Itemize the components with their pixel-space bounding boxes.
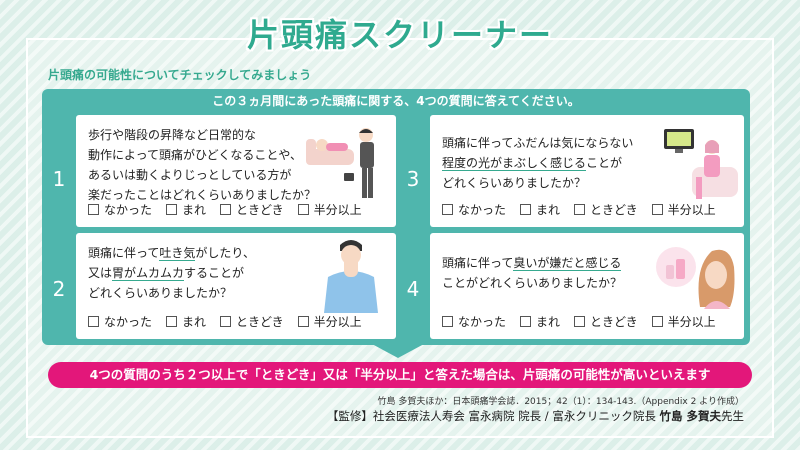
option-never-2[interactable]: なかった [88,313,152,330]
answer-options-4: なかった まれ ときどき 半分以上 [442,313,716,330]
checkbox[interactable] [574,316,586,327]
option-half-or-more-1[interactable]: 半分以上 [297,201,362,218]
answer-options-1: なかった まれ ときどき 半分以上 [88,201,362,218]
checkbox[interactable] [651,316,663,327]
option-rarely-1[interactable]: まれ [166,201,206,218]
option-sometimes-2[interactable]: ときどき [220,313,284,330]
woman-smelling-odor-icon [656,247,735,309]
page-title: 片頭痛スクリーナー [246,16,553,54]
question-card-4: 頭痛に伴って臭いが嫌だと感じる ことがどれくらいありましたか？ なかった まれ … [430,233,744,339]
down-arrow-icon [372,344,424,358]
question-1-line-1: 歩行や階段の昇降など日常的な [88,128,257,142]
question-1-line-4: 楽だったことはどれくらいありましたか？ [88,188,317,202]
checkbox[interactable] [574,204,586,215]
option-half-or-more-2[interactable]: 半分以上 [297,313,362,330]
option-sometimes-1[interactable]: ときどき [220,201,284,218]
option-rarely-3[interactable]: まれ [520,201,560,218]
option-never-4[interactable]: なかった [442,313,506,330]
question-number-4: 4 [406,277,420,301]
result-banner: 4つの質問のうち２つ以上で「ときどき」又は「半分以上」と答えた場合は、片頭痛の可… [48,362,752,388]
option-never-1[interactable]: なかった [88,201,152,218]
checkbox[interactable] [297,316,309,327]
instructions-header: この３ヵ月間にあった頭痛に関する、4つの質問に答えてください。 [212,94,580,108]
question-3-line-2: 程度の光がまぶしく感じることが [442,156,623,171]
option-half-or-more-3[interactable]: 半分以上 [651,201,716,218]
option-rarely-2[interactable]: まれ [166,313,206,330]
supervisor-name: 竹島 多賀夫 [659,409,721,423]
question-1-line-2: 動作によって頭痛がひどくなることや、 [88,148,302,162]
person-lying-on-sofa-icon [306,128,374,198]
nauseous-man-icon [324,240,378,313]
checkbox[interactable] [520,204,532,215]
question-number-1: 1 [52,167,66,191]
option-rarely-4[interactable]: まれ [520,313,560,330]
option-never-3[interactable]: なかった [442,201,506,218]
checkbox[interactable] [220,316,232,327]
checkbox[interactable] [166,316,178,327]
checkbox[interactable] [651,204,663,215]
option-half-or-more-4[interactable]: 半分以上 [651,313,716,330]
question-number-2: 2 [52,277,66,301]
checkbox[interactable] [442,316,453,327]
question-3-line-3: どれくらいありましたか？ [442,176,587,190]
question-text-1: 歩行や階段の昇降など日常的な 動作によって頭痛がひどくなることや、 あるいは動く… [88,125,316,205]
question-3-line-1: 頭痛に伴ってふだんは気にならない [442,136,634,150]
person-watching-tv-icon [664,129,738,199]
answer-options-3: なかった まれ ときどき 半分以上 [442,201,716,218]
reference-citation: 竹島 多賀夫ほか：日本頭痛学会誌．2015；42（1）：134-143.（App… [377,397,744,407]
answer-options-2: なかった まれ ときどき 半分以上 [88,313,362,330]
supervisor-title: 先生 [721,409,744,423]
checkbox[interactable] [520,316,532,327]
checkbox[interactable] [442,204,453,215]
question-4-line-1: 頭痛に伴って臭いが嫌だと感じる [442,256,622,271]
question-card-3: 頭痛に伴ってふだんは気にならない 程度の光がまぶしく感じることが どれくらいあり… [430,115,744,227]
question-4-line-2: ことがどれくらいありましたか？ [442,276,623,290]
supervisor-affiliation: 【監修】社会医療法人寿会 富永病院 院長 / 富永クリニック院長 [326,409,660,423]
question-text-3: 頭痛に伴ってふだんは気にならない 程度の光がまぶしく感じることが どれくらいあり… [442,133,633,193]
question-number-3: 3 [406,167,420,191]
page-subtitle: 片頭痛の可能性についてチェックしてみましょう [48,68,312,82]
question-text-4: 頭痛に伴って臭いが嫌だと感じる ことがどれくらいありましたか？ [442,253,622,293]
question-card-1: 歩行や階段の昇降など日常的な 動作によって頭痛がひどくなることや、 あるいは動く… [76,115,396,227]
question-2-line-1: 頭痛に伴って吐き気がしたり、 [88,246,255,261]
checkbox[interactable] [88,204,99,215]
question-2-line-3: どれくらいありましたか？ [88,286,233,300]
question-2-line-2: 又は胃がムカムカすることが [88,266,245,281]
checkbox[interactable] [166,204,178,215]
question-text-2: 頭痛に伴って吐き気がしたり、 又は胃がムカムカすることが どれくらいありましたか… [88,243,255,303]
questionnaire-box: この３ヵ月間にあった頭痛に関する、4つの質問に答えてください。 1 歩行や階段の… [42,89,750,345]
option-sometimes-4[interactable]: ときどき [574,313,638,330]
supervisor-credit: 【監修】社会医療法人寿会 富永病院 院長 / 富永クリニック院長 竹島 多賀夫先… [327,408,744,424]
checkbox[interactable] [220,204,232,215]
option-sometimes-3[interactable]: ときどき [574,201,638,218]
checkbox[interactable] [88,316,99,327]
question-1-line-3: あるいは動くよりじっとしている方が [88,168,292,182]
checkbox[interactable] [297,204,309,215]
question-card-2: 頭痛に伴って吐き気がしたり、 又は胃がムカムカすることが どれくらいありましたか… [76,233,396,339]
